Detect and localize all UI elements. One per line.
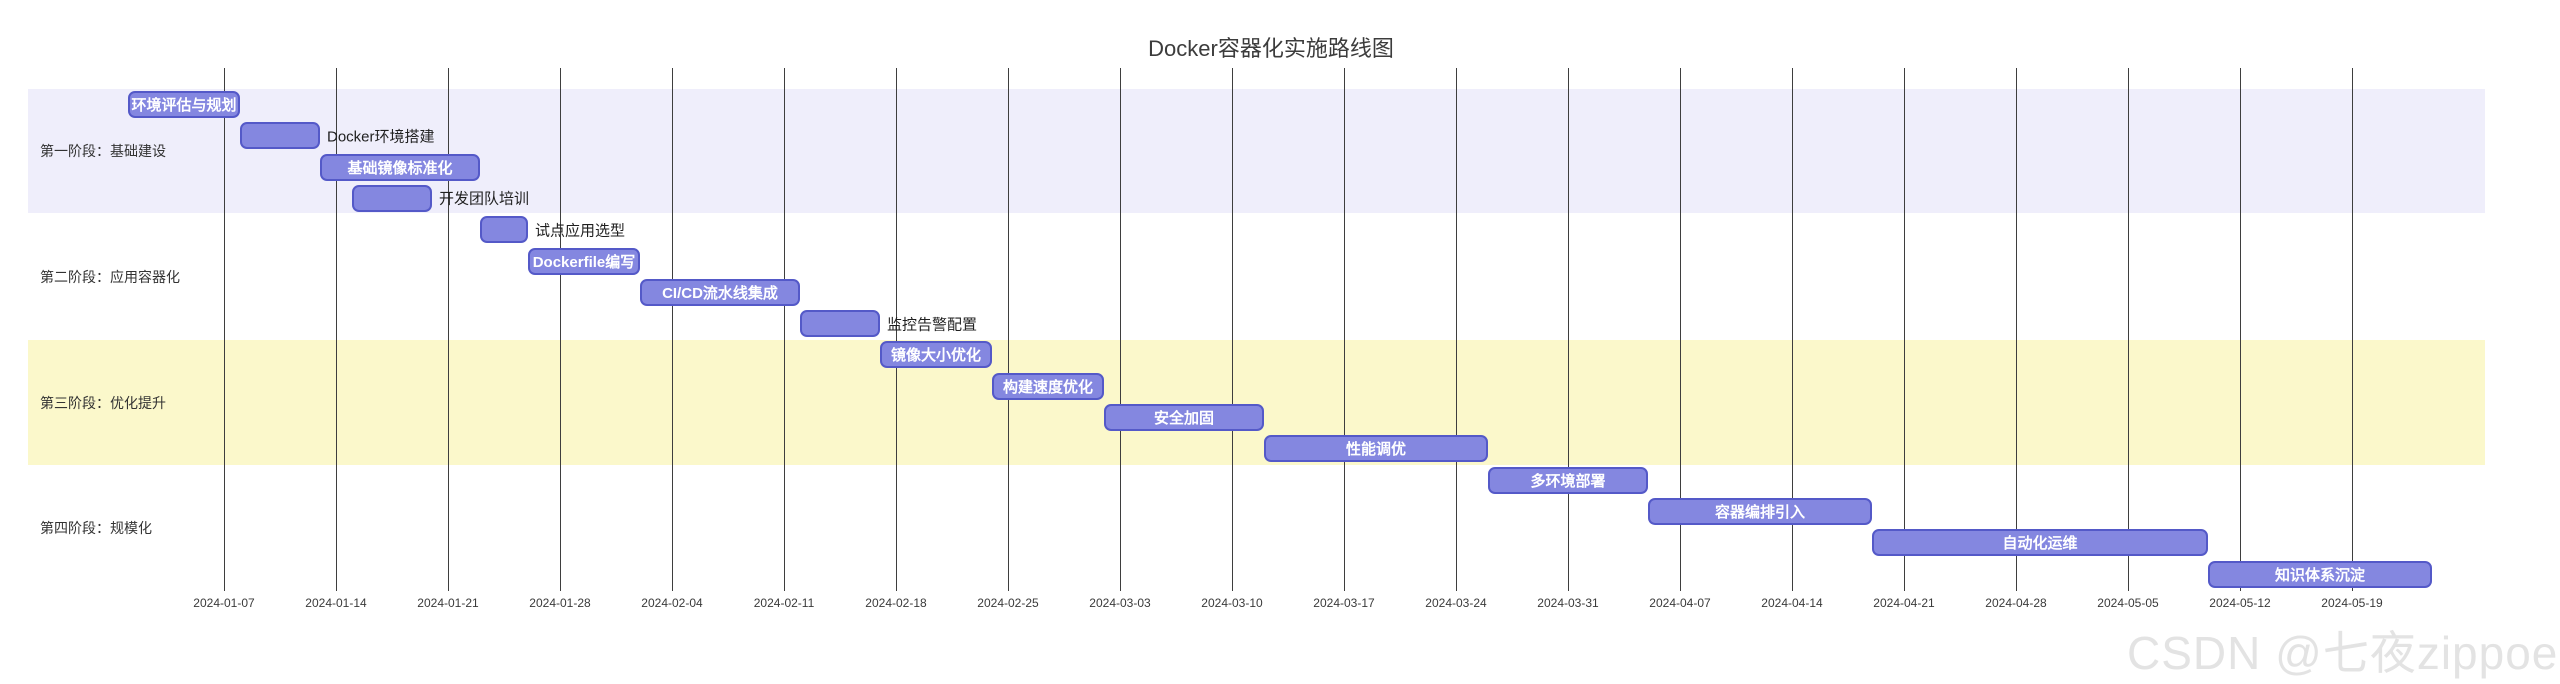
- phase-band: [28, 465, 2485, 590]
- task-bar: Dockerfile编写: [528, 247, 640, 275]
- gridline: [336, 68, 337, 591]
- task-bar: 容器编排引入: [1648, 497, 1872, 525]
- gridline: [560, 68, 561, 591]
- phase-band: [28, 340, 2485, 465]
- task-bar: 环境评估与规划: [128, 91, 240, 118]
- phase-label: 第二阶段：应用容器化: [40, 268, 180, 285]
- gridline: [1232, 68, 1233, 591]
- x-axis-tick-label: 2024-05-19: [2321, 596, 2383, 610]
- task-bar: 多环境部署: [1488, 466, 1648, 494]
- x-axis-tick-label: 2024-03-10: [1201, 596, 1263, 610]
- gridline: [448, 68, 449, 591]
- x-axis-tick-label: 2024-03-24: [1425, 596, 1487, 610]
- task-label: 开发团队培训: [439, 190, 530, 208]
- task-bar: 性能调优: [1264, 435, 1488, 463]
- x-axis-tick-label: 2024-03-03: [1089, 596, 1151, 610]
- task-label: 自动化运维: [2002, 535, 2078, 553]
- gridline: [2016, 68, 2017, 591]
- task-label: Docker环境搭建: [327, 128, 435, 146]
- x-axis-tick-label: 2024-04-14: [1761, 596, 1823, 610]
- task-bar: 基础镜像标准化: [320, 153, 480, 181]
- phase-label: 第一阶段：基础建设: [40, 143, 166, 159]
- gridline: [1680, 68, 1681, 591]
- task-label: 性能调优: [1345, 441, 1406, 459]
- task-bar: 知识体系沉淀: [2208, 560, 2432, 588]
- x-axis-tick-label: 2024-02-11: [753, 596, 815, 610]
- phase-label: 第三阶段：优化提升: [40, 394, 166, 411]
- x-axis-tick-label: 2024-01-21: [417, 596, 479, 610]
- phase-band: [28, 89, 2485, 213]
- x-axis-tick-label: 2024-02-18: [865, 596, 927, 610]
- x-axis-tick-label: 2024-01-07: [193, 596, 255, 610]
- phase-band: [28, 213, 2485, 340]
- task-label: 安全加固: [1153, 410, 1214, 427]
- task-label: CI/CD流水线集成: [662, 284, 778, 302]
- task-bar: 镜像大小优化: [880, 341, 992, 369]
- gridline: [896, 68, 897, 591]
- x-axis-tick-label: 2024-05-12: [2209, 596, 2271, 610]
- x-axis-tick-label: 2024-03-31: [1537, 596, 1599, 610]
- x-axis-tick-label: 2024-05-05: [2097, 596, 2159, 610]
- task-label: 构建速度优化: [1002, 378, 1093, 396]
- task-bar: [240, 122, 320, 150]
- task-bar: [352, 184, 432, 212]
- x-axis-tick-label: 2024-04-07: [1649, 596, 1711, 610]
- gridline: [2352, 68, 2353, 591]
- gridline: [224, 68, 225, 591]
- gridline: [2240, 68, 2241, 591]
- task-bar: [480, 216, 528, 244]
- task-label: 环境评估与规划: [131, 97, 237, 114]
- task-label: Dockerfile编写: [532, 253, 636, 271]
- task-bar: 自动化运维: [1872, 529, 2208, 557]
- task-bar: 构建速度优化: [992, 372, 1104, 400]
- gridline: [784, 68, 785, 591]
- gridline: [1904, 68, 1905, 591]
- task-bar: [800, 310, 880, 338]
- x-axis-tick-label: 2024-02-25: [977, 596, 1039, 610]
- gridline: [1456, 68, 1457, 591]
- gridline: [1008, 68, 1009, 591]
- task-bar: CI/CD流水线集成: [640, 278, 800, 306]
- gridline: [1792, 68, 1793, 591]
- gridline: [1568, 68, 1569, 591]
- chart-title: Docker容器化实施路线图: [1148, 36, 1394, 61]
- x-axis-tick-label: 2024-01-14: [305, 596, 367, 610]
- task-label: 知识体系沉淀: [2274, 566, 2365, 584]
- x-axis-tick-label: 2024-04-28: [1985, 596, 2047, 610]
- task-label: 基础镜像标准化: [347, 159, 453, 177]
- task-label: 容器编排引入: [1714, 503, 1805, 521]
- task-label: 镜像大小优化: [890, 347, 981, 365]
- task-label: 多环境部署: [1530, 472, 1606, 490]
- x-axis-tick-label: 2024-03-17: [1313, 596, 1375, 610]
- task-label: 试点应用选型: [535, 222, 626, 240]
- phase-label: 第四阶段：规模化: [40, 519, 152, 536]
- gridline: [672, 68, 673, 591]
- gridline: [1120, 68, 1121, 591]
- x-axis-tick-label: 2024-04-21: [1873, 596, 1935, 610]
- task-bar: 安全加固: [1104, 404, 1264, 431]
- task-label: 监控告警配置: [887, 316, 978, 334]
- gridline: [1344, 68, 1345, 591]
- gridline: [2128, 68, 2129, 591]
- x-axis-tick-label: 2024-02-04: [641, 596, 703, 610]
- x-axis-tick-label: 2024-01-28: [529, 596, 591, 610]
- watermark: CSDN @七夜zippoe: [2127, 627, 2559, 679]
